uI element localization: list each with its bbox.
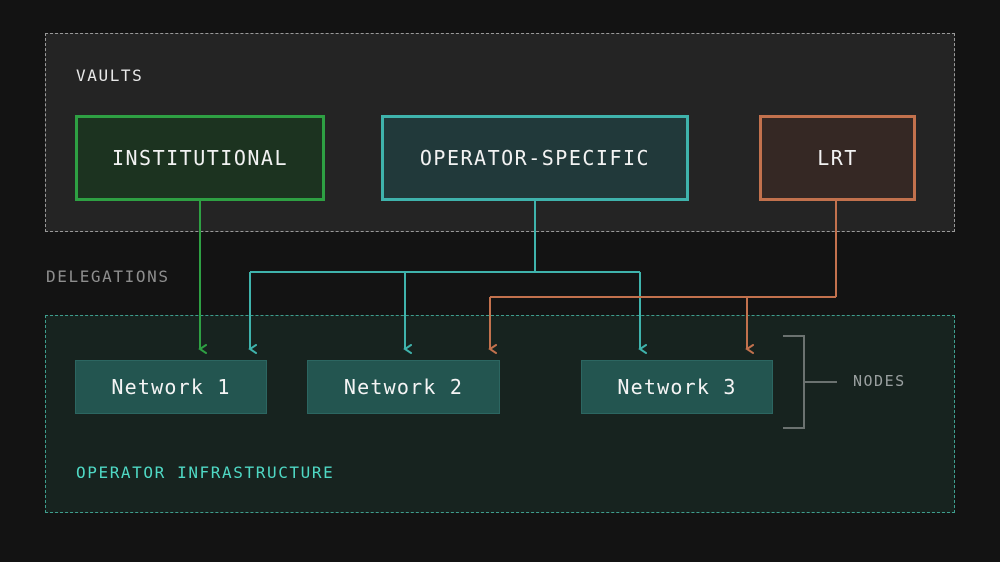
- vaults-zone-label: VAULTS: [76, 66, 144, 85]
- vault-operator-specific[interactable]: OPERATOR-SPECIFIC: [381, 115, 689, 201]
- nodes-leader-line: [805, 381, 837, 383]
- nodes-label: NODES: [853, 372, 906, 390]
- delegations-label: DELEGATIONS: [46, 267, 170, 286]
- operator-infrastructure-zone: [45, 315, 955, 513]
- vault-lrt[interactable]: LRT: [759, 115, 916, 201]
- operator-infrastructure-label: OPERATOR INFRASTRUCTURE: [76, 463, 335, 482]
- network-2-box[interactable]: Network 2: [307, 360, 500, 414]
- network-1-box[interactable]: Network 1: [75, 360, 267, 414]
- nodes-bracket-icon: [783, 335, 805, 429]
- network-3-box[interactable]: Network 3: [581, 360, 773, 414]
- vault-institutional[interactable]: INSTITUTIONAL: [75, 115, 325, 201]
